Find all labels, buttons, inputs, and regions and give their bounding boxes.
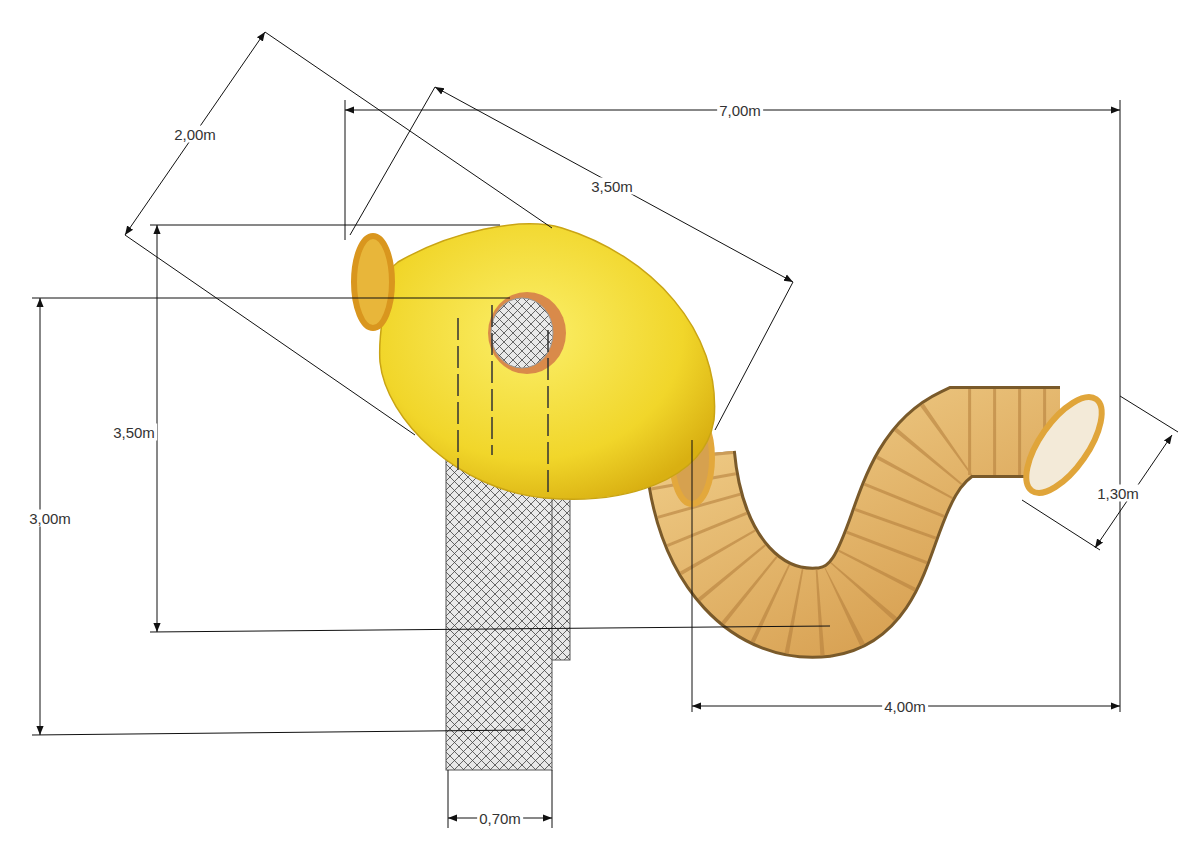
top-ring (354, 236, 392, 328)
hole-net (491, 298, 553, 368)
dimension-label: 0,70m (477, 810, 523, 827)
tube-ribs (690, 432, 1060, 613)
dimension-label: 3,00m (27, 510, 73, 527)
extension-line (150, 225, 500, 226)
tube-body (690, 432, 1060, 613)
dimension-label: 2,00m (172, 126, 218, 143)
dimension-label: 4,00m (882, 698, 928, 715)
dimension-label: 7,00m (717, 102, 763, 119)
net-front (446, 455, 552, 770)
extension-line (265, 32, 552, 228)
tunnel-tube (672, 385, 1116, 612)
extension-line (1120, 100, 1121, 712)
extension-line (448, 770, 449, 828)
net-lines-through (458, 305, 548, 495)
tube-edge (690, 432, 1060, 613)
extension-line (1022, 500, 1100, 550)
hole-rim (488, 292, 566, 374)
extension-line (32, 730, 525, 735)
extension-line (350, 87, 435, 235)
dimension-label: 1,30m (1095, 485, 1141, 502)
dimension-lines (32, 32, 1178, 828)
lemon-body (354, 224, 715, 499)
dimension-line (1095, 435, 1172, 548)
dimension-label: 3,50m (111, 424, 157, 441)
extension-line (552, 770, 553, 828)
extension-line (715, 282, 793, 430)
extension-line (32, 298, 510, 299)
extension-line (1120, 396, 1178, 432)
extension-line (125, 235, 415, 435)
extension-line (692, 440, 693, 712)
lemon-shell (380, 224, 715, 499)
extension-line (345, 100, 346, 240)
extension-line (150, 626, 830, 632)
dimension-line (125, 32, 265, 235)
dimension-label: 3,50m (589, 178, 635, 195)
